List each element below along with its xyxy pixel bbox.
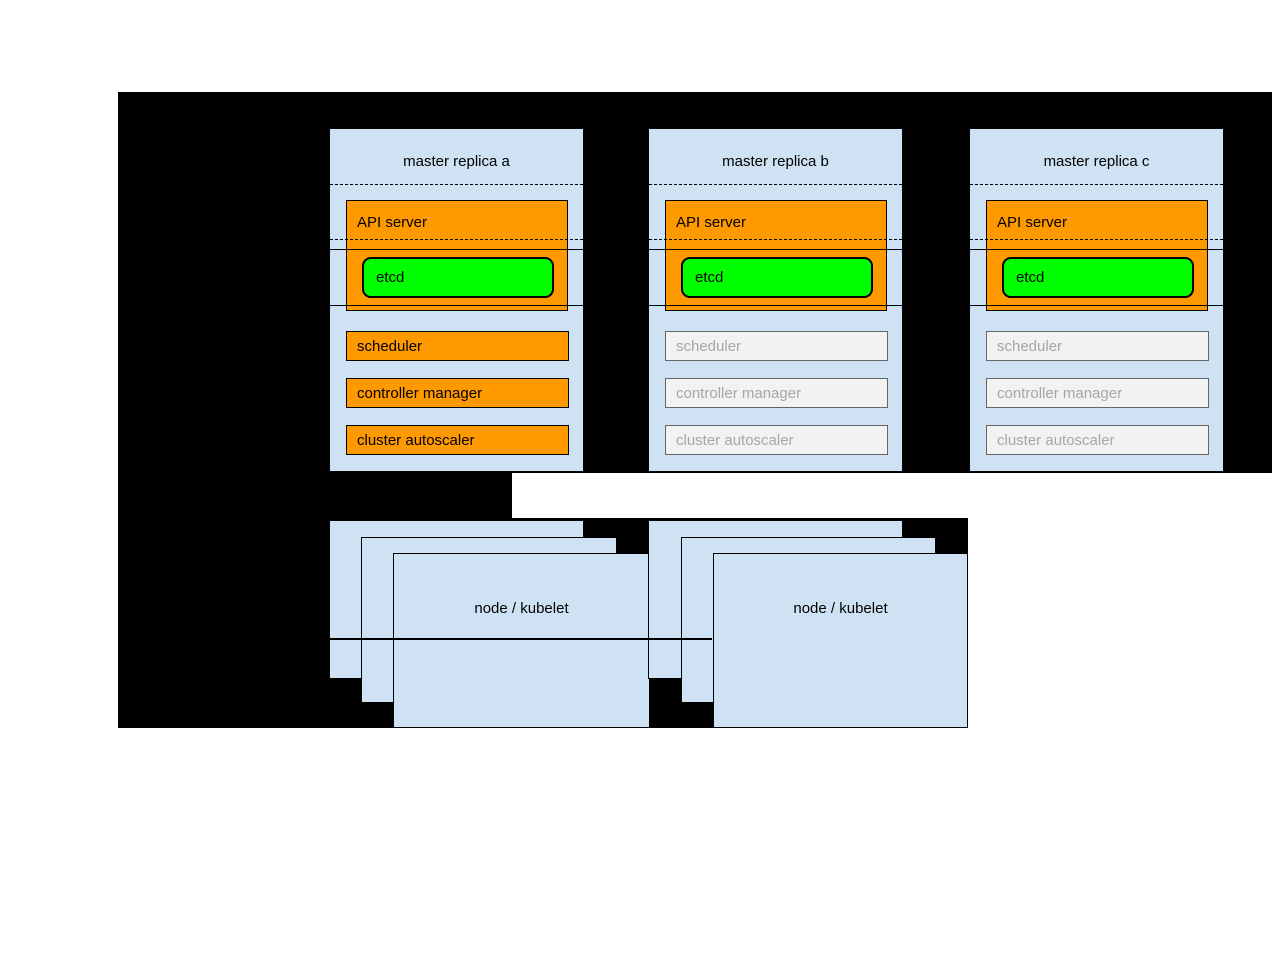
etcd-zone-top-line: [649, 249, 902, 250]
etcd-zone-bottom-line: [330, 305, 583, 306]
title-divider-dashed-line: [649, 184, 902, 185]
node-box-front: node / kubelet: [713, 553, 968, 728]
etcd-label: etcd: [695, 269, 724, 286]
node-divider-line: [119, 638, 712, 640]
api-server-label: API server: [997, 213, 1068, 231]
canvas-background-left-strip: [118, 473, 512, 518]
controller-manager-box: controller manager: [986, 378, 1209, 408]
node-kubelet-label: node / kubelet: [793, 600, 888, 617]
scheduler-box: scheduler: [986, 331, 1209, 361]
etcd-box: etcd: [681, 257, 873, 298]
etcd-zone-top-line: [330, 249, 583, 250]
api-server-label: API server: [676, 213, 747, 231]
master-replica-title: master replica a: [403, 152, 510, 170]
scheduler-box: scheduler: [665, 331, 888, 361]
etcd-zone-bottom-line: [970, 305, 1223, 306]
title-divider-dashed-line: [970, 184, 1223, 185]
cluster-autoscaler-box: cluster autoscaler: [346, 425, 569, 455]
master-replica-a-box: master replica a API server etcd schedul…: [329, 128, 584, 472]
api-etcd-dashed-line: [970, 239, 1223, 240]
cluster-autoscaler-box: cluster autoscaler: [665, 425, 888, 455]
etcd-zone-top-line: [970, 249, 1223, 250]
scheduler-box: scheduler: [346, 331, 569, 361]
etcd-box: etcd: [1002, 257, 1194, 298]
cluster-autoscaler-box: cluster autoscaler: [986, 425, 1209, 455]
api-etcd-dashed-line: [330, 239, 583, 240]
etcd-box: etcd: [362, 257, 554, 298]
node-box-front: node / kubelet: [393, 553, 650, 728]
etcd-zone-bottom-line: [649, 305, 902, 306]
controller-manager-box: controller manager: [346, 378, 569, 408]
controller-manager-box: controller manager: [665, 378, 888, 408]
node-kubelet-label: node / kubelet: [474, 600, 569, 617]
title-divider-dashed-line: [330, 184, 583, 185]
etcd-label: etcd: [1016, 269, 1045, 286]
etcd-label: etcd: [376, 269, 405, 286]
master-replica-title: master replica b: [722, 152, 829, 170]
api-etcd-dashed-line: [649, 239, 902, 240]
master-replica-title: master replica c: [1043, 152, 1150, 170]
master-replica-b-box: master replica b API server etcd schedul…: [648, 128, 903, 472]
api-server-label: API server: [357, 213, 428, 231]
master-replica-c-box: master replica c API server etcd schedul…: [969, 128, 1224, 472]
